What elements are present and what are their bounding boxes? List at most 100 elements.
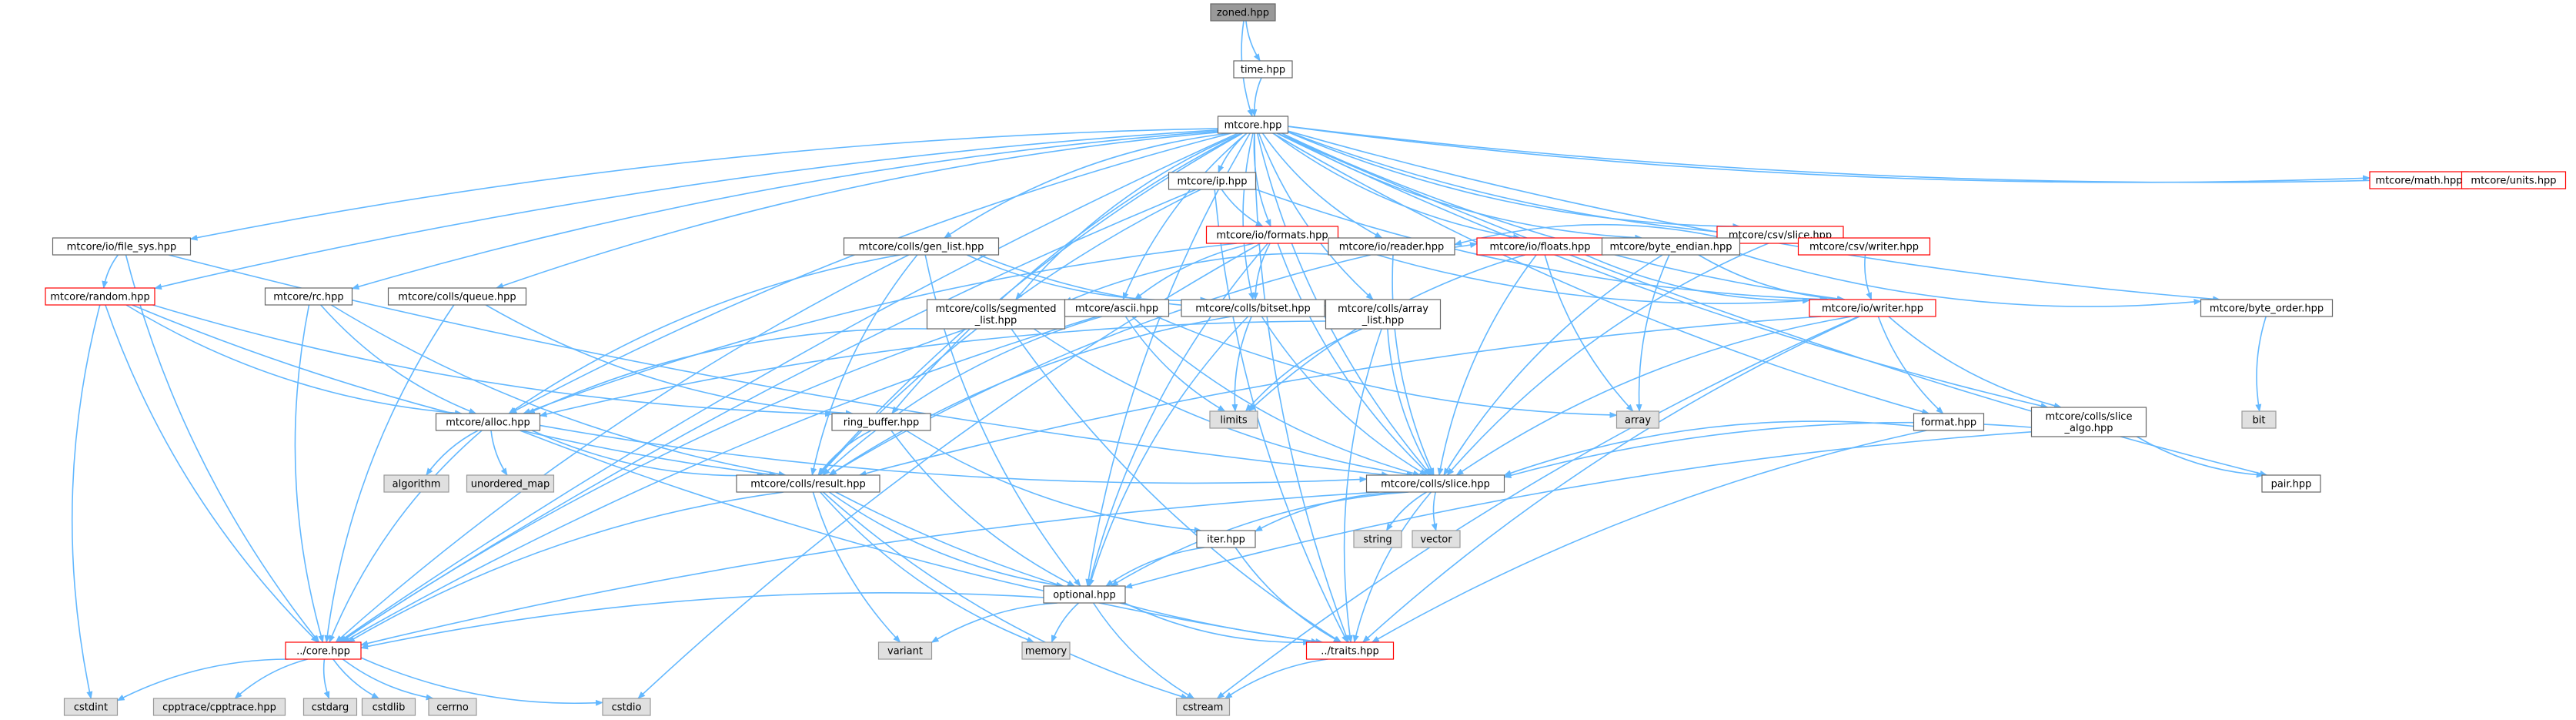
node-result[interactable]: mtcore/colls/result.hpp [736, 474, 880, 493]
edge-alloc-to-core [329, 430, 483, 643]
node-math[interactable]: mtcore/math.hpp [2369, 171, 2469, 189]
edge-filesys-to-core [125, 254, 320, 643]
edge-format-to-traits [1371, 430, 1927, 643]
node-cstdint: cstdint [63, 698, 119, 716]
edge-genlist-to-result [810, 254, 918, 476]
node-arraylist[interactable]: mtcore/colls/array_list.hpp [1325, 299, 1442, 330]
node-label: zoned.hpp [1217, 8, 1269, 19]
edge-mtcore-to-ringbuffer [891, 132, 1243, 414]
node-box [2241, 410, 2277, 429]
edge-random-to-cstdint [71, 304, 101, 699]
node-iter[interactable]: iter.hpp [1196, 530, 1256, 548]
edge-collsslice-to-string [1385, 491, 1427, 531]
edge-mtcore-to-arraylist [1258, 132, 1374, 300]
node-ip[interactable]: mtcore/ip.hpp [1168, 172, 1257, 190]
node-filesys[interactable]: mtcore/io/file_sys.hpp [52, 237, 192, 256]
node-box [1233, 60, 1293, 79]
edge-optional-to-core [360, 591, 1044, 650]
node-box [1064, 299, 1170, 317]
edge-arraylist-to-limits [1245, 328, 1363, 412]
node-label: mtcore/units.hpp [2471, 176, 2556, 187]
edge-slicealgo-to-optional [1124, 431, 2032, 589]
node-label: variant [887, 646, 923, 658]
node-rc[interactable]: mtcore/rc.hpp [264, 287, 353, 306]
edge-random-to-alloc [125, 304, 463, 417]
edge-mtcore-to-csvwriter [1288, 131, 1823, 241]
node-ascii[interactable]: mtcore/ascii.hpp [1064, 299, 1170, 317]
node-box [1328, 237, 1455, 256]
node-box [1181, 299, 1325, 317]
node-floats[interactable]: mtcore/io/floats.hpp [1476, 237, 1604, 256]
node-time[interactable]: time.hpp [1233, 60, 1293, 79]
edge-genlist-to-alloc [508, 254, 900, 414]
node-cstream: cstream [1175, 698, 1231, 716]
node-label: iter.hpp [1207, 534, 1245, 546]
node-pair[interactable]: pair.hpp [2261, 474, 2321, 493]
node-random[interactable]: mtcore/random.hpp [45, 287, 155, 306]
node-collsslice[interactable]: mtcore/colls/slice.hpp [1365, 474, 1505, 493]
node-segmented[interactable]: mtcore/colls/segmented_list.hpp [926, 299, 1066, 330]
edge-mtcore-to-filesys [189, 128, 1218, 241]
node-byteendian[interactable]: mtcore/byte_endian.hpp [1601, 237, 1741, 256]
node-label: bit [2253, 415, 2266, 427]
node-label: mtcore/colls/gen_list.hpp [859, 242, 984, 253]
node-box [1353, 530, 1402, 548]
node-zoned[interactable]: zoned.hpp [1210, 3, 1276, 22]
edge-byteendian-to-byteorder [1739, 253, 2202, 307]
node-bitset[interactable]: mtcore/colls/bitset.hpp [1181, 299, 1325, 317]
node-box [2261, 474, 2321, 493]
node-formats[interactable]: mtcore/io/formats.hpp [1205, 226, 1339, 244]
edge-ringbuffer-to-iter [905, 430, 1202, 534]
edge-mtcore-to-format [1272, 132, 1930, 415]
node-label: cstdlib [373, 702, 406, 714]
node-format[interactable]: format.hpp [1913, 413, 1985, 431]
node-box [361, 698, 416, 716]
node-label: mtcore/rc.hpp [273, 292, 343, 303]
node-label: mtcore/ip.hpp [1177, 176, 1247, 188]
node-label: mtcore/colls/queue.hpp [398, 292, 516, 303]
node-csvwriter[interactable]: mtcore/csv/writer.hpp [1797, 237, 1931, 256]
edge-ascii-to-collsslice [1131, 316, 1421, 477]
edge-rc-to-core [294, 304, 324, 643]
node-label: vector [1420, 534, 1452, 546]
node-box [1305, 641, 1395, 660]
node-queue[interactable]: mtcore/colls/queue.hpp [387, 287, 527, 306]
node-cerrno: cerrno [428, 698, 477, 716]
node-box [1365, 474, 1505, 493]
edge-collsslice-to-vector [1431, 491, 1438, 531]
node-variant: variant [877, 641, 933, 660]
edges-layer [71, 20, 2463, 706]
edge-bitset-to-result [829, 316, 1232, 476]
node-label: mtcore/io/writer.hpp [1822, 303, 1923, 315]
edge-optional-to-traits [1124, 602, 1311, 646]
edge-mtcore-to-alloc [509, 132, 1231, 414]
edge-rc-to-result [330, 304, 787, 477]
node-box [1196, 530, 1256, 548]
node-iowriter[interactable]: mtcore/io/writer.hpp [1809, 299, 1936, 317]
node-core[interactable]: ../core.hpp [285, 641, 362, 660]
node-reader[interactable]: mtcore/io/reader.hpp [1328, 237, 1455, 256]
node-box [63, 698, 119, 716]
node-slicealgo[interactable]: mtcore/colls/slice_algo.hpp [2030, 407, 2147, 437]
node-alloc[interactable]: mtcore/alloc.hpp [435, 413, 541, 431]
node-cpptrace: cpptrace/cpptrace.hpp [152, 698, 286, 716]
node-label: mtcore/alloc.hpp [446, 417, 530, 429]
node-box [926, 299, 1066, 330]
node-label: mtcore/colls/result.hpp [750, 479, 865, 491]
node-label: mtcore/io/file_sys.hpp [67, 242, 177, 253]
node-byteorder[interactable]: mtcore/byte_order.hpp [2200, 299, 2334, 317]
node-label: mtcore/byte_endian.hpp [1609, 242, 1732, 253]
node-units[interactable]: mtcore/units.hpp [2461, 171, 2567, 189]
edge-iowriter-to-traits [1362, 316, 1860, 643]
node-label: array [1625, 415, 1651, 427]
node-box [466, 474, 555, 493]
node-ringbuffer[interactable]: ring_buffer.hpp [831, 413, 931, 431]
node-genlist[interactable]: mtcore/colls/gen_list.hpp [843, 237, 1000, 256]
node-label: unordered_map [471, 479, 550, 491]
edge-ip-to-iowriter [1255, 189, 1829, 303]
node-optional[interactable]: optional.hpp [1043, 585, 1126, 604]
edge-mtcore-to-segmented [1015, 132, 1242, 300]
node-traits[interactable]: ../traits.hpp [1305, 641, 1395, 660]
node-mtcore[interactable]: mtcore.hpp [1217, 116, 1289, 134]
node-box [1601, 237, 1741, 256]
